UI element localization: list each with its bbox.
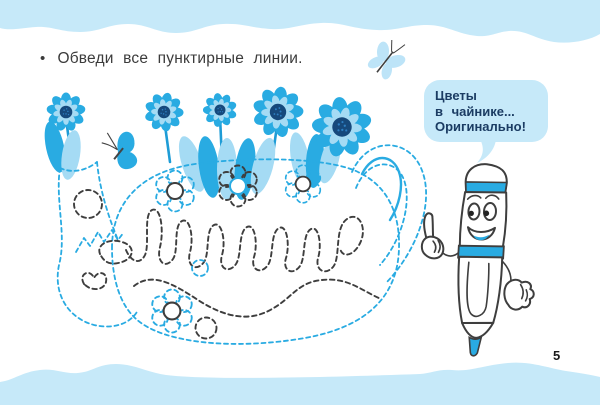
instruction-text: Обведи все пунктирные линии. [57,50,303,67]
tongue [473,234,490,241]
handle-inner [355,163,408,266]
left-hand-pointing [420,212,445,260]
left-pupil [468,210,474,216]
dotted-flower-1 [155,169,195,213]
teapot-spout-top [59,161,98,172]
small-blue-circle [191,259,209,277]
bottom-wave-border [0,362,600,405]
flower-2 [140,88,188,136]
teapot-body [111,158,400,345]
nib-cone [461,321,495,339]
speech-line-3: Оригинально! [435,119,526,134]
instruction-bullet: • [40,50,46,67]
butterfly-bright-icon [101,131,138,170]
flower-3 [199,90,241,131]
marker-pen-character [420,163,535,357]
nib-tip [468,335,483,357]
instruction-line: • Обведи все пунктирные линии. [40,50,303,68]
flower-4 [248,83,308,142]
spout-circle [73,189,103,219]
speech-bubble-tail [477,139,496,163]
eyebrows [466,194,500,200]
top-wave-border [0,0,600,43]
handle-solid-arc [360,156,403,222]
spout-zigzag [75,229,125,253]
teapot-illustration [44,40,427,345]
wavy-line [133,278,382,318]
teapot-dotted-outline [56,144,427,345]
face-block [458,190,508,249]
page-number: 5 [553,348,561,363]
speech-line-2: в чайнике... [435,103,515,119]
right-pupil [483,210,490,217]
teapot-spout-left [56,167,139,328]
speech-bubble: Цветы в чайнике... Оригинально! [424,80,548,142]
butterfly-light-icon [367,40,406,80]
speech-line-1: Цветы [435,88,477,103]
spout-m-blob [81,271,108,290]
loop-line [125,208,364,273]
barrel [457,255,504,325]
handle-outer [351,144,427,284]
barrel-highlight [466,261,490,318]
spout-blob [98,239,133,265]
teapot-spout-right [96,161,119,241]
small-black-circle [194,316,218,340]
right-hand-open [503,278,535,311]
dotted-flower-4 [151,288,193,334]
